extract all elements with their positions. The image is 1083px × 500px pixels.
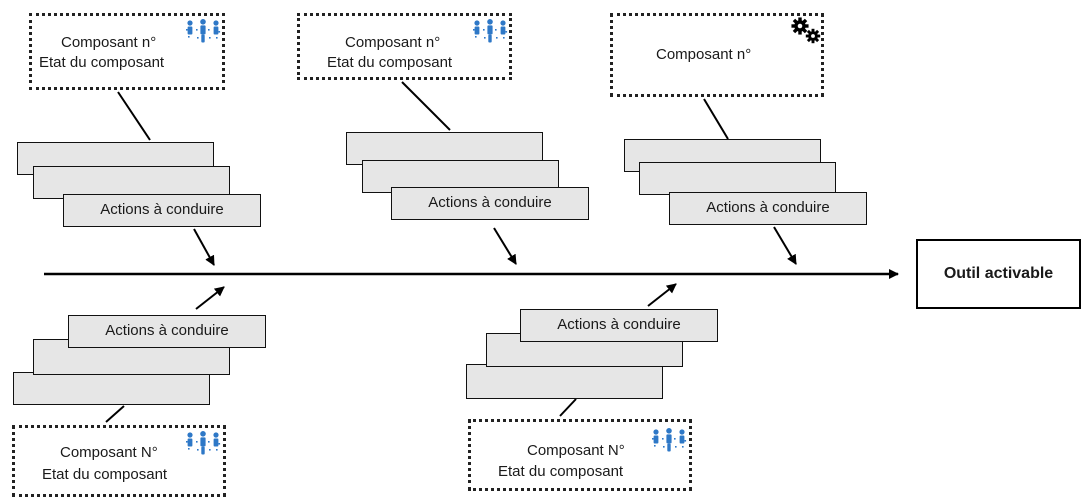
target-label: Outil activable bbox=[943, 265, 1054, 282]
people-network-icon bbox=[652, 428, 687, 452]
action-label: Actions à conduire bbox=[557, 316, 681, 333]
people-network-icon bbox=[186, 19, 221, 43]
action-label: Actions à conduire bbox=[428, 194, 552, 211]
action-card-front: Actions à conduire bbox=[63, 194, 261, 227]
action-card-front: Actions à conduire bbox=[68, 315, 266, 348]
action-card-front: Actions à conduire bbox=[669, 192, 867, 225]
component-box-bottom-1: Composant N° Etat du composant bbox=[12, 425, 226, 497]
gears-icon bbox=[791, 17, 821, 44]
connector-bottom-2 bbox=[559, 398, 577, 417]
action-label: Actions à conduire bbox=[105, 322, 229, 339]
component-state: Etat du composant bbox=[42, 466, 168, 483]
component-label: Composant n° bbox=[61, 34, 157, 51]
action-card-front: Actions à conduire bbox=[391, 187, 589, 220]
connector-bottom-1 bbox=[105, 405, 125, 423]
component-state: Etat du composant bbox=[498, 463, 624, 480]
component-box-top-1: Composant n° Etat du composant bbox=[29, 13, 225, 90]
component-state: Etat du composant bbox=[327, 54, 453, 71]
arrow-top-1 bbox=[193, 228, 215, 266]
action-card-back bbox=[466, 364, 663, 399]
connector-top-1 bbox=[117, 91, 151, 141]
component-label: Composant N° bbox=[60, 444, 158, 461]
target-tool-box: Outil activable bbox=[916, 239, 1081, 309]
connector-top-3 bbox=[703, 98, 729, 140]
arrow-bottom-2 bbox=[647, 283, 677, 307]
component-box-top-3: Composant n° bbox=[610, 13, 824, 97]
connector-top-2 bbox=[401, 81, 451, 131]
component-box-bottom-2: Composant N° Etat du composant bbox=[468, 419, 692, 491]
component-label: Composant n° bbox=[656, 46, 752, 63]
action-card-back bbox=[13, 372, 210, 405]
action-card-middle bbox=[33, 166, 230, 199]
action-label: Actions à conduire bbox=[706, 199, 830, 216]
component-label: Composant n° bbox=[345, 34, 441, 51]
arrow-bottom-1 bbox=[195, 286, 225, 310]
component-state: Etat du composant bbox=[39, 54, 165, 71]
component-label: Composant N° bbox=[527, 442, 625, 459]
people-network-icon bbox=[186, 431, 221, 455]
arrow-top-2 bbox=[493, 227, 517, 265]
action-card-middle bbox=[639, 162, 836, 195]
action-label: Actions à conduire bbox=[100, 201, 224, 218]
action-card-front: Actions à conduire bbox=[520, 309, 718, 342]
arrow-top-3 bbox=[773, 226, 797, 265]
component-box-top-2: Composant n° Etat du composant bbox=[297, 13, 512, 80]
people-network-icon bbox=[473, 19, 508, 43]
